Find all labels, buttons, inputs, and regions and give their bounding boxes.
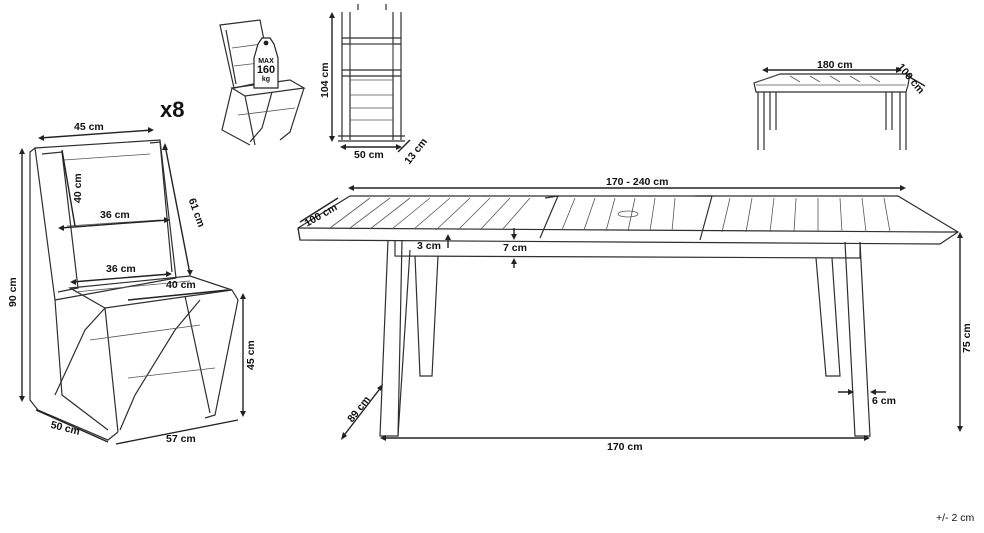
- table-leg-width-label: 6 cm: [872, 395, 896, 407]
- small-table-length-label: 180 cm: [817, 59, 853, 71]
- chair-base-depth-label: 57 cm: [166, 433, 196, 445]
- table-length-label: 170 - 240 cm: [606, 176, 669, 188]
- table-leg-span-label: 170 cm: [607, 441, 643, 453]
- table-apron-height-label: 7 cm: [503, 242, 527, 254]
- chair-seat-width-label: 36 cm: [106, 263, 136, 275]
- chair-back-inner-width-label: 36 cm: [100, 209, 130, 221]
- table-top-thickness-label: 3 cm: [417, 240, 441, 252]
- quantity-label: x8: [160, 97, 185, 122]
- chair-dim-lines: [19, 127, 246, 445]
- chair-total-height-label: 90 cm: [7, 277, 19, 307]
- folded-chair-height-label: 104 cm: [319, 62, 331, 98]
- small-table-dim-lines: [762, 67, 926, 87]
- weight-badge-top: MAX: [258, 58, 274, 65]
- weight-badge-shape: [253, 37, 279, 89]
- table-drawing: [297, 195, 960, 437]
- table-dim-lines: [299, 185, 963, 441]
- table-height-label: 75 cm: [961, 323, 973, 353]
- weight-badge-unit: kg: [261, 76, 271, 83]
- chair-drawing: [29, 139, 239, 441]
- folded-chair-dim-lines: [329, 12, 411, 153]
- chair-seat-height-label: 45 cm: [245, 340, 257, 370]
- chair-back-width-label: 45 cm: [74, 121, 104, 133]
- folded-chair-drawing: [338, 4, 405, 142]
- small-table-drawing: [753, 73, 911, 150]
- weight-badge: MAX 160 kg: [254, 58, 278, 83]
- chair-back-height-label: 40 cm: [72, 173, 84, 203]
- chair-seat-depth-label: 40 cm: [166, 279, 196, 291]
- tolerance-label: +/- 2 cm: [936, 512, 975, 524]
- weight-badge-value: 160: [256, 64, 276, 76]
- folded-chair-width-label: 50 cm: [354, 149, 384, 161]
